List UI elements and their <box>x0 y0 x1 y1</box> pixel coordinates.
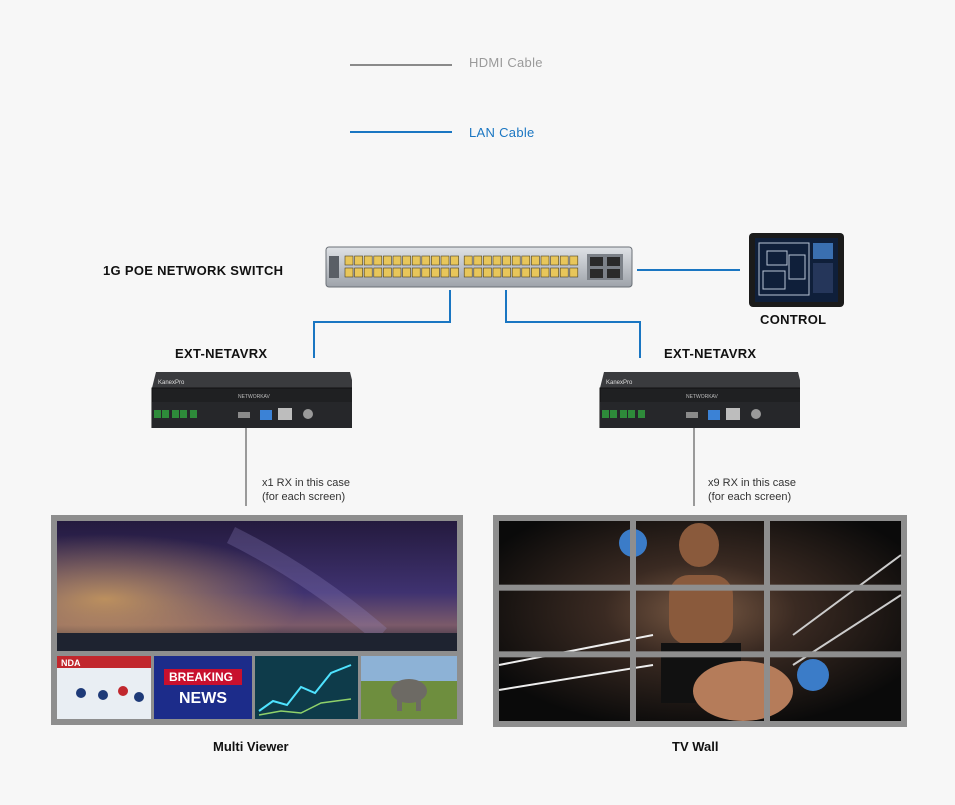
switch-port <box>363 255 373 266</box>
switch-port <box>421 255 431 266</box>
bezel-horizontal <box>499 584 901 591</box>
switch-port <box>373 267 383 278</box>
switch-port <box>344 255 354 266</box>
switch-port <box>511 255 521 266</box>
switch-port <box>521 267 531 278</box>
switch-port <box>492 267 502 278</box>
switch-port <box>383 267 392 278</box>
receiver-device-left: KanexPro NETWORKAV <box>151 372 352 428</box>
tvwall-label: TV Wall <box>672 739 719 754</box>
thumb-stock-chart <box>255 656 358 719</box>
switch-port <box>569 255 579 266</box>
switch-port <box>383 255 392 266</box>
switch-label: 1G POE NETWORK SWITCH <box>103 263 284 278</box>
hdmi-legend-line <box>350 64 452 66</box>
network-switch <box>325 246 633 288</box>
switch-port <box>392 267 402 278</box>
switch-port <box>569 267 579 278</box>
switch-port <box>502 267 511 278</box>
switch-port <box>411 255 421 266</box>
switch-port <box>463 267 473 278</box>
news-text: NEWS <box>179 690 227 707</box>
svg-text:NDA: NDA <box>61 658 81 668</box>
switch-port <box>483 267 492 278</box>
control-label: CONTROL <box>760 312 827 327</box>
receiver-left-label: EXT-NETAVRX <box>175 346 268 361</box>
switch-port <box>440 267 450 278</box>
switch-port <box>463 255 473 266</box>
receiver-right-caption: x9 RX in this case (for each screen) <box>708 476 796 504</box>
receiver-model-right: NETWORKAV <box>686 394 719 400</box>
switch-port <box>550 255 559 266</box>
switch-port <box>354 255 363 266</box>
receiver-right-label: EXT-NETAVRX <box>664 346 757 361</box>
receiver-brand-left: KanexPro <box>158 380 185 386</box>
bezel-vertical <box>764 521 770 721</box>
switch-port <box>531 267 540 278</box>
tvwall-screen <box>493 515 907 727</box>
switch-port <box>440 255 450 266</box>
thumb-breaking-news <box>154 656 252 719</box>
multiviewer-label: Multi Viewer <box>213 739 289 754</box>
receiver-brand-right: KanexPro <box>606 380 633 386</box>
switch-port <box>354 267 363 278</box>
switch-port <box>473 267 483 278</box>
lan-legend-line <box>350 131 452 133</box>
switch-port <box>363 267 373 278</box>
breaking-text: BREAKING <box>169 670 233 684</box>
tvwall-bezel-grid <box>499 521 901 721</box>
switch-port <box>483 255 492 266</box>
hdmi-legend-label: HDMI Cable <box>469 55 543 70</box>
multiviewer-screen: NDA BREAKING NEWS <box>51 515 463 725</box>
switch-port <box>559 255 569 266</box>
switch-port <box>559 267 569 278</box>
switch-port <box>421 267 431 278</box>
switch-port <box>492 255 502 266</box>
switch-port <box>521 255 531 266</box>
caption-line: (for each screen) <box>708 491 792 503</box>
receiver-device-right: KanexPro NETWORKAV <box>599 372 800 428</box>
switch-port <box>411 267 421 278</box>
switch-port <box>450 267 459 278</box>
switch-port <box>392 255 402 266</box>
switch-port <box>373 255 383 266</box>
switch-port <box>402 255 411 266</box>
receiver-left-caption: x1 RX in this case (for each screen) <box>262 476 350 504</box>
bezel-horizontal <box>499 651 901 658</box>
switch-port <box>402 267 411 278</box>
switch-port <box>511 267 521 278</box>
switch-port <box>540 267 550 278</box>
switch-port <box>473 255 483 266</box>
receiver-model-left: NETWORKAV <box>238 394 271 400</box>
control-tablet <box>749 233 844 307</box>
switch-port <box>550 267 559 278</box>
caption-line: x1 RX in this case <box>262 477 351 489</box>
switch-port <box>344 267 354 278</box>
switch-port <box>450 255 459 266</box>
caption-line: (for each screen) <box>262 491 346 503</box>
switch-port <box>502 255 511 266</box>
switch-port <box>431 255 440 266</box>
bezel-vertical <box>630 521 636 721</box>
switch-port <box>540 255 550 266</box>
lan-cable-right <box>505 290 641 358</box>
caption-line: x9 RX in this case <box>708 477 797 489</box>
switch-port <box>431 267 440 278</box>
lan-legend-label: LAN Cable <box>469 125 535 140</box>
switch-port <box>531 255 540 266</box>
lan-cable-left <box>313 290 451 358</box>
